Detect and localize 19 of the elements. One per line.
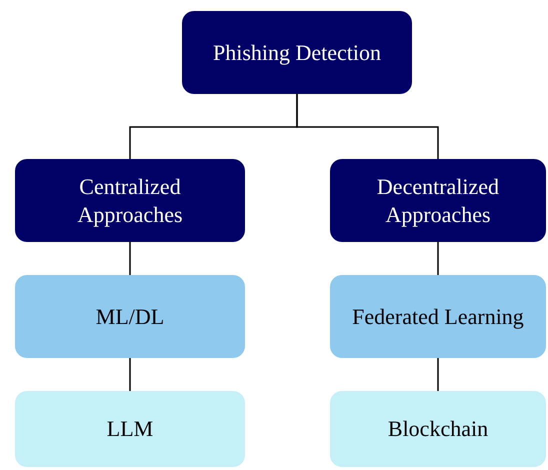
box-label: Decentralized Approaches — [376, 172, 500, 228]
connector-line — [437, 242, 439, 275]
box-label: Centralized Approaches — [76, 172, 184, 228]
box-label: LLM — [106, 415, 154, 443]
connector-line — [129, 242, 131, 275]
box-label: Blockchain — [388, 415, 488, 443]
category-box — [330, 275, 546, 358]
connector-line — [129, 358, 131, 391]
category-box — [330, 391, 546, 467]
category-box — [182, 11, 412, 94]
category-box — [330, 159, 546, 242]
box-label: ML/DL — [96, 302, 164, 330]
box-label: Federated Learning — [352, 302, 524, 330]
box-label: Phishing Detection — [212, 38, 382, 66]
category-box — [15, 391, 245, 467]
category-box — [15, 159, 245, 242]
connector-line — [296, 94, 439, 159]
connector-line — [437, 358, 439, 391]
category-box — [15, 275, 245, 358]
